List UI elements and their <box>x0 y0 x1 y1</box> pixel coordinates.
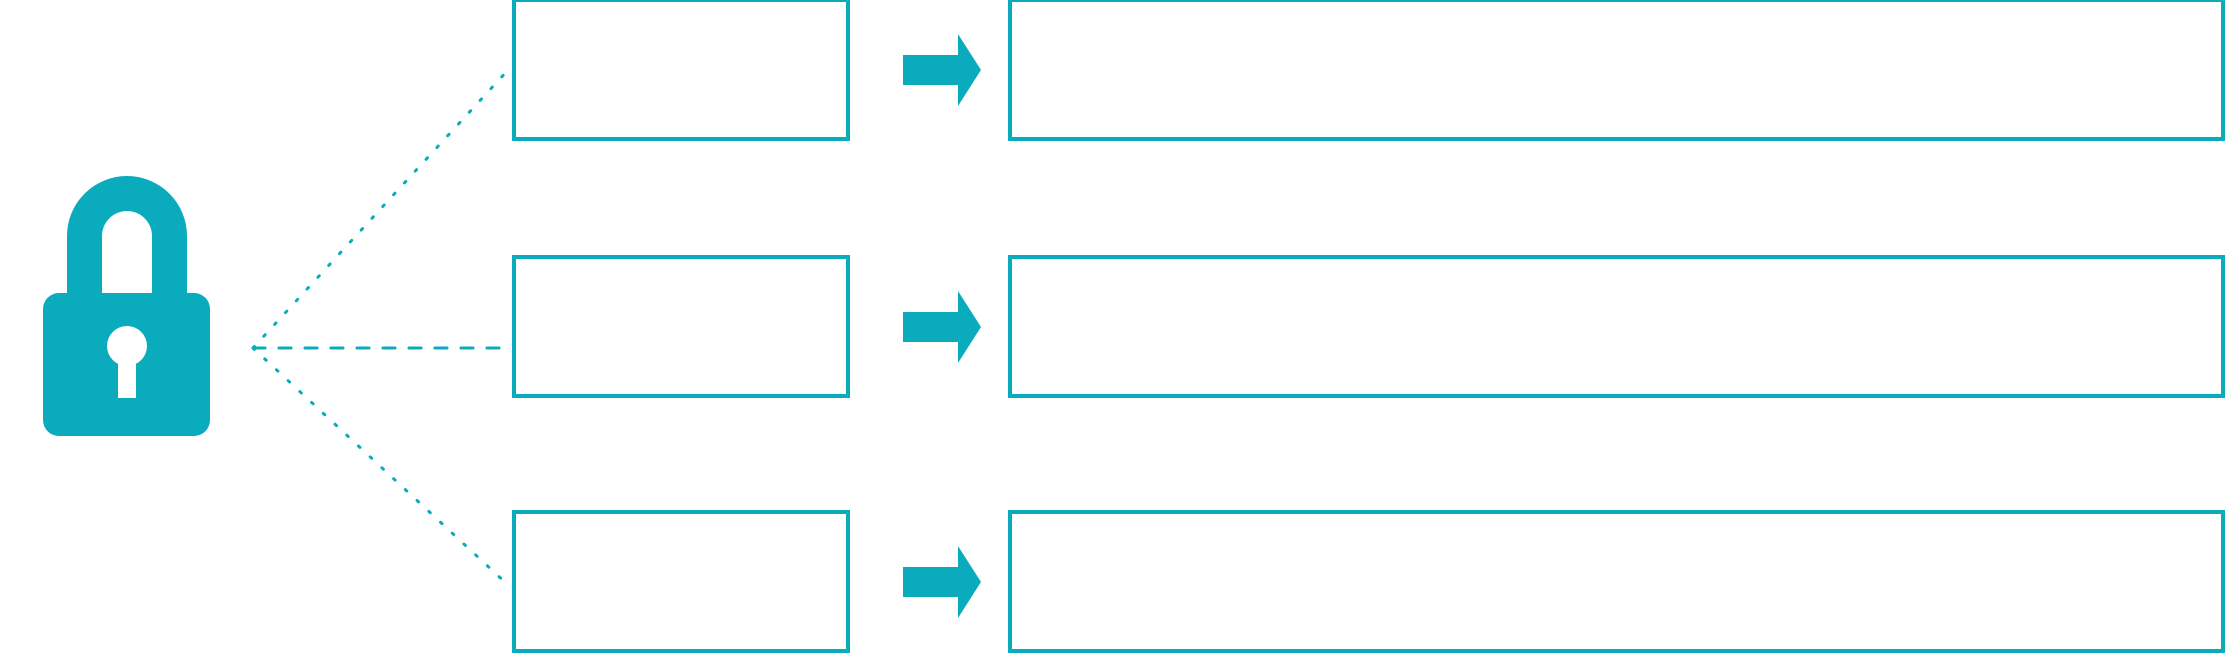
connector-group <box>251 68 510 587</box>
effect-box-row-1[interactable] <box>1008 0 2225 141</box>
arrow-group <box>903 34 981 618</box>
cause-box-row-3[interactable] <box>512 510 850 653</box>
right-arrow-icon-row-2 <box>903 291 981 363</box>
connector-line-row-3 <box>251 346 510 587</box>
cause-box-row-3-label <box>516 514 846 649</box>
effect-box-row-1-label <box>1012 2 2221 137</box>
cause-box-row-1[interactable] <box>512 0 850 141</box>
connector-line-row-1 <box>251 68 510 350</box>
padlock-icon <box>43 176 210 436</box>
padlock-shackle <box>67 176 187 300</box>
right-arrow-icon-row-1 <box>903 34 981 106</box>
effect-box-row-3-label <box>1012 514 2221 649</box>
effect-box-row-2[interactable] <box>1008 255 2225 398</box>
padlock-keyhole-circle <box>107 326 147 366</box>
cause-box-row-1-label <box>516 2 846 137</box>
effect-box-row-3[interactable] <box>1008 510 2225 653</box>
padlock-keyhole-stem <box>118 352 136 398</box>
cause-box-row-2-label <box>516 259 846 394</box>
effect-box-row-2-label <box>1012 259 2221 394</box>
cause-box-row-2[interactable] <box>512 255 850 398</box>
right-arrow-icon-row-3 <box>903 546 981 618</box>
